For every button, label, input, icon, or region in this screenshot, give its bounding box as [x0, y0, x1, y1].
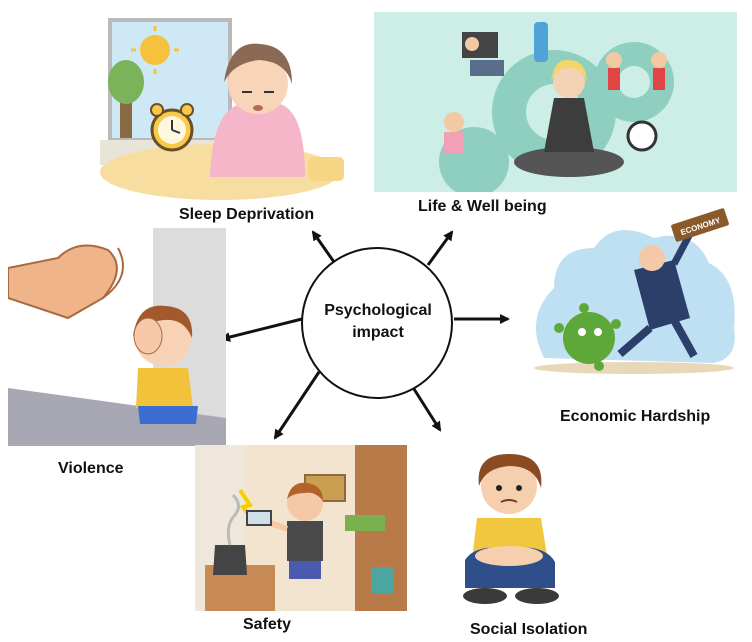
center-label-line1: Psychological — [324, 302, 432, 319]
sun-icon — [140, 35, 170, 65]
arrow-violence — [220, 317, 303, 342]
arrow-sleep — [311, 230, 336, 263]
label-social-isolation: Social Isolation — [470, 621, 588, 638]
label-violence: Violence — [58, 460, 124, 477]
center-label: Psychological impact — [298, 300, 458, 344]
arrow-life — [426, 230, 454, 266]
economic-hardship-illustration: ECONOMY — [534, 208, 735, 374]
label-safety: Safety — [243, 616, 292, 633]
arrow-social — [412, 388, 442, 432]
social-isolation-illustration — [463, 454, 559, 604]
life-well-being-illustration — [374, 12, 737, 192]
label-life-well-being: Life & Well being — [418, 198, 547, 215]
center-label-line2: impact — [352, 324, 404, 341]
center-circle — [301, 247, 453, 399]
label-sleep-deprivation: Sleep Deprivation — [179, 206, 315, 223]
sleep-deprivation-illustration — [100, 18, 344, 200]
arrow-safety — [273, 371, 321, 440]
violence-illustration — [8, 228, 226, 446]
virus-icon — [563, 312, 615, 364]
safety-illustration — [195, 445, 407, 611]
label-economic-hardship: Economic Hardship — [560, 408, 711, 425]
